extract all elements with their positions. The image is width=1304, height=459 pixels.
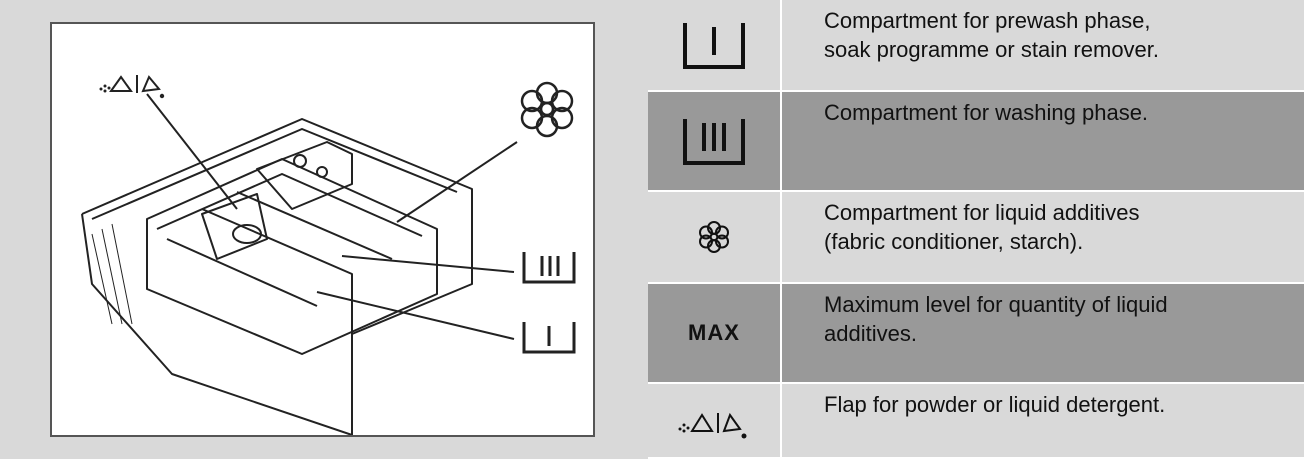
legend-row-max: MAX Maximum level for quantity of liquid… (648, 284, 1304, 384)
prewash-compartment-icon (522, 322, 576, 354)
legend-row-prewash: Compartment for prewash phase, soak prog… (648, 0, 1304, 92)
legend-symbol-cell (648, 0, 782, 90)
powder-liquid-flap-icon (678, 412, 747, 438)
prewash-compartment-icon (683, 23, 745, 69)
flower-icon (520, 81, 574, 138)
main-wash-compartment-icon (522, 252, 576, 284)
drawer-housing-lip (91, 128, 458, 220)
legend-row-text: Flap for powder or liquid detergent. (824, 392, 1166, 417)
legend-symbol-cell (648, 384, 782, 457)
main-wash-compartment-icon (683, 119, 745, 165)
drawer-tray (146, 158, 438, 355)
legend-row-main-wash: Compartment for washing phase. (648, 92, 1304, 192)
legend-row-additives: Compartment for liquid additives (fabric… (648, 192, 1304, 284)
detergent-flap (201, 193, 268, 260)
legend-row-text: Compartment for prewash phase, soak prog… (824, 8, 1160, 62)
legend-row-text: Maximum level for quantity of liquid add… (824, 292, 1168, 346)
drawer-housing-outline (81, 118, 473, 435)
legend-symbol-cell: MAX (648, 284, 782, 382)
legend-symbol-cell (648, 92, 782, 190)
flap-knob (232, 224, 262, 244)
drawer-drawing (81, 75, 576, 435)
leader-main-wash (341, 255, 515, 273)
softener-insert (256, 141, 353, 210)
legend-row-text: Compartment for washing phase. (824, 100, 1149, 125)
housing-hatching (91, 223, 133, 325)
detergent-drawer-illustration (50, 22, 595, 437)
leader-softener (396, 141, 518, 223)
legend-row-text: Compartment for liquid additives (fabric… (824, 200, 1140, 254)
illustration-panel (0, 0, 640, 459)
flower-icon (699, 221, 729, 253)
drawer-tray-inner-edge (156, 173, 423, 237)
softener-siphon-1 (293, 154, 307, 168)
legend-row-flap: Flap for powder or liquid detergent. (648, 384, 1304, 459)
compartment-divider-3 (166, 238, 318, 307)
compartment-divider-1 (201, 208, 353, 344)
leader-flap (146, 93, 238, 210)
drawer-housing-lower (81, 213, 353, 435)
softener-siphon-2 (316, 166, 328, 178)
legend-table: Compartment for prewash phase, soak prog… (648, 0, 1304, 459)
max-level-label: MAX (688, 320, 740, 345)
compartment-divider-2 (236, 191, 393, 260)
powder-liquid-flap-icon (99, 75, 165, 99)
leader-prewash (316, 291, 515, 340)
legend-symbol-cell (648, 192, 782, 282)
